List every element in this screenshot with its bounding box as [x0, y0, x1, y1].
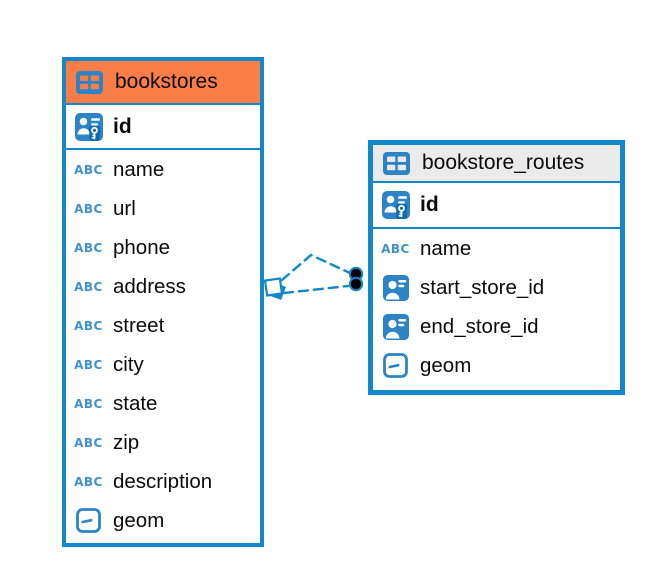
column-row[interactable]: description [66, 462, 260, 501]
column-row[interactable]: zip [66, 423, 260, 462]
column-list: name [373, 229, 620, 385]
column-row[interactable]: name [66, 150, 260, 189]
primary-key-icon [72, 112, 105, 141]
column-row[interactable]: city [66, 345, 260, 384]
relationship-line[interactable] [280, 253, 352, 282]
column-row[interactable]: street [66, 306, 260, 345]
column-name: phone [113, 235, 171, 259]
entity-table-bookstore-routes[interactable]: bookstore_routes id [368, 140, 625, 395]
column-name: end_store_id [420, 314, 539, 338]
column-name: name [113, 157, 165, 181]
table-icon [380, 151, 413, 175]
geometry-icon [383, 353, 408, 378]
column-row[interactable]: name [373, 229, 620, 268]
column-name: id [420, 193, 439, 216]
primary-key-icon [379, 191, 412, 219]
column-name: id [113, 114, 132, 138]
column-type-icon [379, 274, 412, 301]
entity-title: bookstores [115, 70, 218, 93]
column-row[interactable]: state [66, 384, 260, 423]
column-type-icon [72, 508, 105, 533]
column-type-icon [379, 353, 412, 378]
column-name: city [113, 352, 144, 376]
foreign-key-icon [382, 274, 409, 301]
column-name: address [113, 274, 186, 298]
column-name: start_store_id [420, 275, 545, 299]
column-name: description [113, 469, 213, 493]
column-row[interactable]: geom [66, 501, 260, 540]
column-list: name [66, 150, 260, 540]
relationship-source-marker-square[interactable] [263, 277, 286, 300]
column-name: geom [113, 508, 165, 532]
column-row[interactable]: phone [66, 228, 260, 267]
entity-header[interactable]: bookstores [66, 61, 260, 105]
column-name: zip [113, 430, 140, 454]
column-type-icon [379, 313, 412, 340]
column-name: geom [420, 353, 472, 377]
table-icon [73, 70, 106, 94]
geometry-icon [76, 508, 101, 533]
column-row[interactable]: end_store_id [373, 307, 620, 346]
foreign-key-icon [382, 313, 409, 340]
primary-key-row[interactable]: id [66, 105, 260, 150]
column-row[interactable]: address [66, 267, 260, 306]
column-name: url [113, 196, 136, 220]
column-row[interactable]: url [66, 189, 260, 228]
relationship-target-dot[interactable] [348, 276, 364, 292]
column-row[interactable]: start_store_id [373, 268, 620, 307]
relationship-line[interactable] [282, 284, 350, 295]
entity-table-bookstores[interactable]: bookstores id [62, 57, 264, 547]
column-row[interactable]: geom [373, 346, 620, 385]
column-name: street [113, 313, 165, 337]
entity-title: bookstore_routes [422, 151, 585, 174]
column-name: state [113, 391, 158, 415]
entity-header[interactable]: bookstore_routes [373, 145, 620, 183]
column-name: name [420, 236, 472, 260]
primary-key-row[interactable]: id [373, 183, 620, 229]
